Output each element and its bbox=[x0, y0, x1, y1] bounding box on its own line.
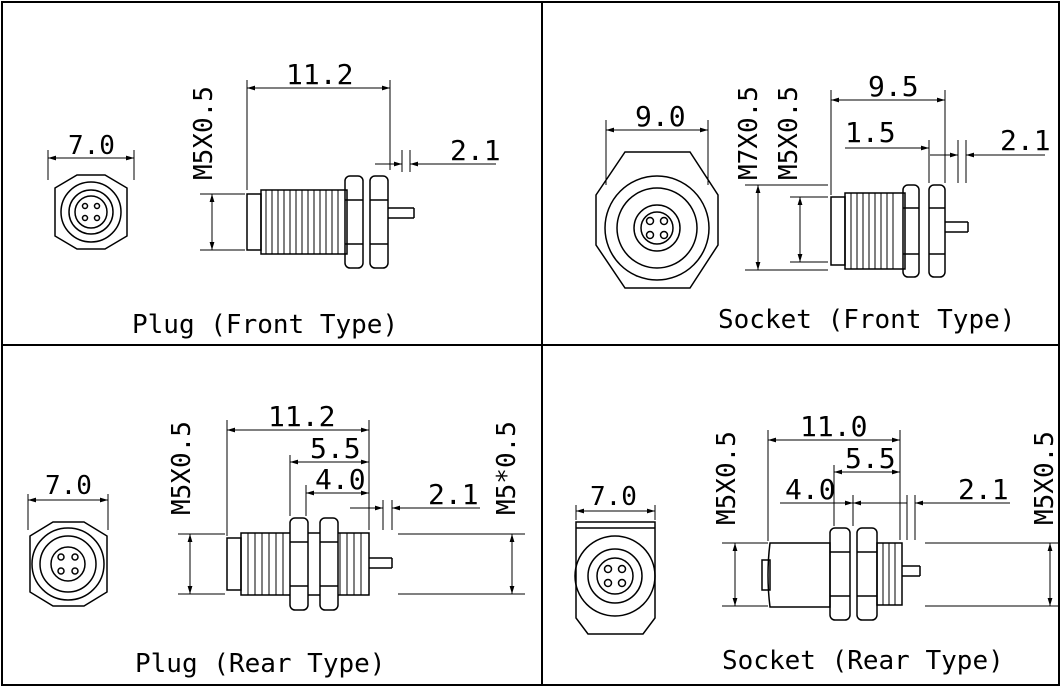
socket-front-end-view bbox=[595, 120, 719, 289]
socket-rear-side-view bbox=[761, 527, 921, 621]
plug-rear-dimensions bbox=[178, 420, 525, 595]
socket-front-dimensions bbox=[745, 90, 1045, 271]
socket-rear-length-label: 11.0 bbox=[800, 410, 867, 443]
panel-socket-front-labels: 9.0 9.5 1.5 2.1 M7X0.5 M5X0.5 Socket (Fr… bbox=[635, 70, 1051, 335]
plug-front-end-view bbox=[47, 150, 135, 250]
plug-rear-right-thread-label: M5*0.5 bbox=[492, 421, 522, 515]
socket-front-hex-label: 9.0 bbox=[635, 100, 686, 133]
panel-socket-front bbox=[595, 90, 1045, 289]
panel-socket-rear-labels: 7.0 11.0 5.5 4.0 2.1 M5X0.5 M5X0.5 Socke… bbox=[590, 410, 1060, 676]
plug-front-thread-label: M5X0.5 bbox=[189, 86, 219, 180]
panel-plug-front-labels: 7.0 11.2 2.1 M5X0.5 Plug (Front Type) bbox=[68, 58, 501, 340]
socket-front-nut-label: 1.5 bbox=[845, 116, 896, 149]
socket-rear-thread-label: M5X0.5 bbox=[712, 431, 742, 525]
socket-front-pin-label: 2.1 bbox=[1000, 124, 1051, 157]
socket-front-length-label: 9.5 bbox=[868, 70, 919, 103]
socket-rear-nut-gap-label: 4.0 bbox=[785, 473, 836, 506]
socket-front-side-view bbox=[830, 184, 969, 278]
socket-rear-pin-label: 2.1 bbox=[958, 473, 1009, 506]
plug-rear-pin-label: 2.1 bbox=[428, 478, 479, 511]
socket-rear-end-view bbox=[574, 505, 656, 635]
socket-rear-caption: Socket (Rear Type) bbox=[722, 646, 1004, 676]
socket-front-outer-thread-label: M7X0.5 bbox=[734, 86, 764, 180]
plug-rear-side-view bbox=[226, 517, 393, 611]
plug-rear-end-view bbox=[27, 494, 109, 607]
panel-socket-rear bbox=[574, 430, 1059, 635]
plug-rear-thread-label: M5X0.5 bbox=[167, 421, 197, 515]
plug-rear-caption: Plug (Rear Type) bbox=[135, 649, 385, 679]
socket-rear-right-thread-label: M5X0.5 bbox=[1030, 431, 1060, 525]
plug-rear-hex-label: 7.0 bbox=[45, 471, 92, 501]
plug-rear-nut-gap-label: 4.0 bbox=[315, 463, 366, 496]
socket-front-inner-thread-label: M5X0.5 bbox=[774, 86, 804, 180]
plug-rear-nut-span-label: 5.5 bbox=[310, 432, 361, 465]
panel-plug-rear bbox=[27, 420, 525, 611]
panel-plug-front bbox=[47, 80, 496, 269]
socket-rear-dimensions bbox=[722, 430, 1059, 607]
plug-front-hex-label: 7.0 bbox=[68, 131, 115, 161]
socket-rear-nut-span-label: 5.5 bbox=[845, 442, 896, 475]
socket-rear-hex-label: 7.0 bbox=[590, 482, 637, 512]
panel-plug-rear-labels: 7.0 11.2 5.5 4.0 2.1 M5X0.5 M5*0.5 Plug … bbox=[45, 400, 522, 679]
plug-front-side-view bbox=[246, 175, 415, 269]
plug-front-caption: Plug (Front Type) bbox=[132, 310, 398, 340]
plug-front-dimensions bbox=[200, 80, 496, 251]
plug-front-pin-label: 2.1 bbox=[450, 134, 501, 167]
plug-rear-length-label: 11.2 bbox=[268, 400, 335, 433]
plug-front-length-label: 11.2 bbox=[286, 58, 353, 91]
socket-front-caption: Socket (Front Type) bbox=[718, 305, 1015, 335]
